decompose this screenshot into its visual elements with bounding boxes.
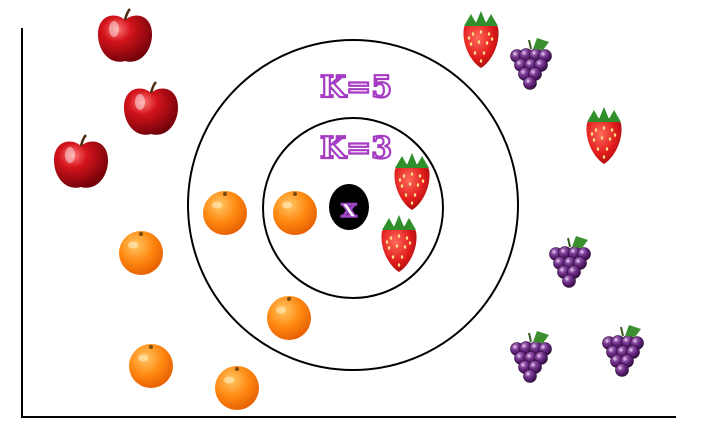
k3-label: K=3 [320,131,392,166]
apple-2 [123,81,179,135]
grape-icon [510,331,552,383]
orange-6 [215,366,259,410]
apple-1 [97,8,153,62]
orange-1 [203,191,247,235]
grape-icon [510,38,552,90]
orange-icon [273,191,317,235]
k5-circle [187,39,519,371]
apple-icon [123,81,179,135]
orange-icon [129,344,173,388]
grape-1 [510,38,552,90]
strawberry-icon [381,215,417,272]
k3-circle [262,117,444,299]
grape-4 [602,325,644,377]
query-label: x [341,194,357,224]
k5-label: K=5 [320,70,392,105]
strawberry-icon [463,11,499,68]
fruit-layer [53,8,644,410]
strawberry-4 [381,215,417,272]
orange-2 [273,191,317,235]
orange-5 [129,344,173,388]
grape-2 [549,236,591,288]
apple-icon [97,8,153,62]
orange-icon [267,296,311,340]
grape-icon [549,236,591,288]
strawberry-1 [463,11,499,68]
apple-icon [53,134,109,188]
grape-3 [510,331,552,383]
orange-icon [215,366,259,410]
strawberry-icon [586,107,622,164]
orange-icon [203,191,247,235]
strawberry-2 [586,107,622,164]
orange-4 [267,296,311,340]
grape-icon [602,325,644,377]
strawberry-3 [394,153,430,210]
apple-3 [53,134,109,188]
strawberry-icon [394,153,430,210]
orange-icon [119,231,163,275]
query-point: x [329,184,369,230]
orange-3 [119,231,163,275]
